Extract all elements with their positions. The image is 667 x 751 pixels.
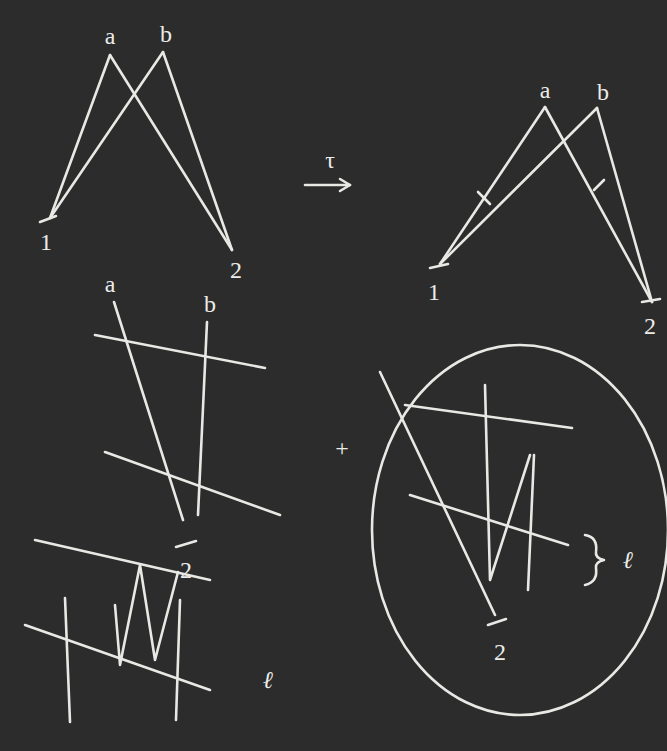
length-label: ℓ [263, 668, 273, 692]
puncture-label: 2 [180, 558, 192, 582]
plus-sign: + [335, 436, 349, 460]
length-label: ℓ [623, 548, 633, 572]
point-label: a [105, 272, 116, 296]
point-label: b [160, 22, 172, 46]
worldsheet-right [430, 107, 660, 302]
point-label: b [597, 80, 609, 104]
worldsheet-left [40, 52, 232, 250]
point-label: b [204, 292, 216, 316]
point-label: a [540, 78, 551, 102]
puncture-label: 2 [230, 258, 242, 282]
puncture-label: 1 [428, 280, 440, 304]
puncture-label: 2 [644, 314, 656, 338]
point-label: a [105, 24, 116, 48]
puncture-label: 1 [40, 230, 52, 254]
puncture-label: 2 [494, 640, 506, 664]
circled-diagram [372, 345, 667, 715]
ladder-diagram [95, 302, 280, 547]
map-label: τ [325, 148, 335, 172]
map-arrow [305, 179, 350, 191]
zigzag-diagram [25, 540, 210, 722]
